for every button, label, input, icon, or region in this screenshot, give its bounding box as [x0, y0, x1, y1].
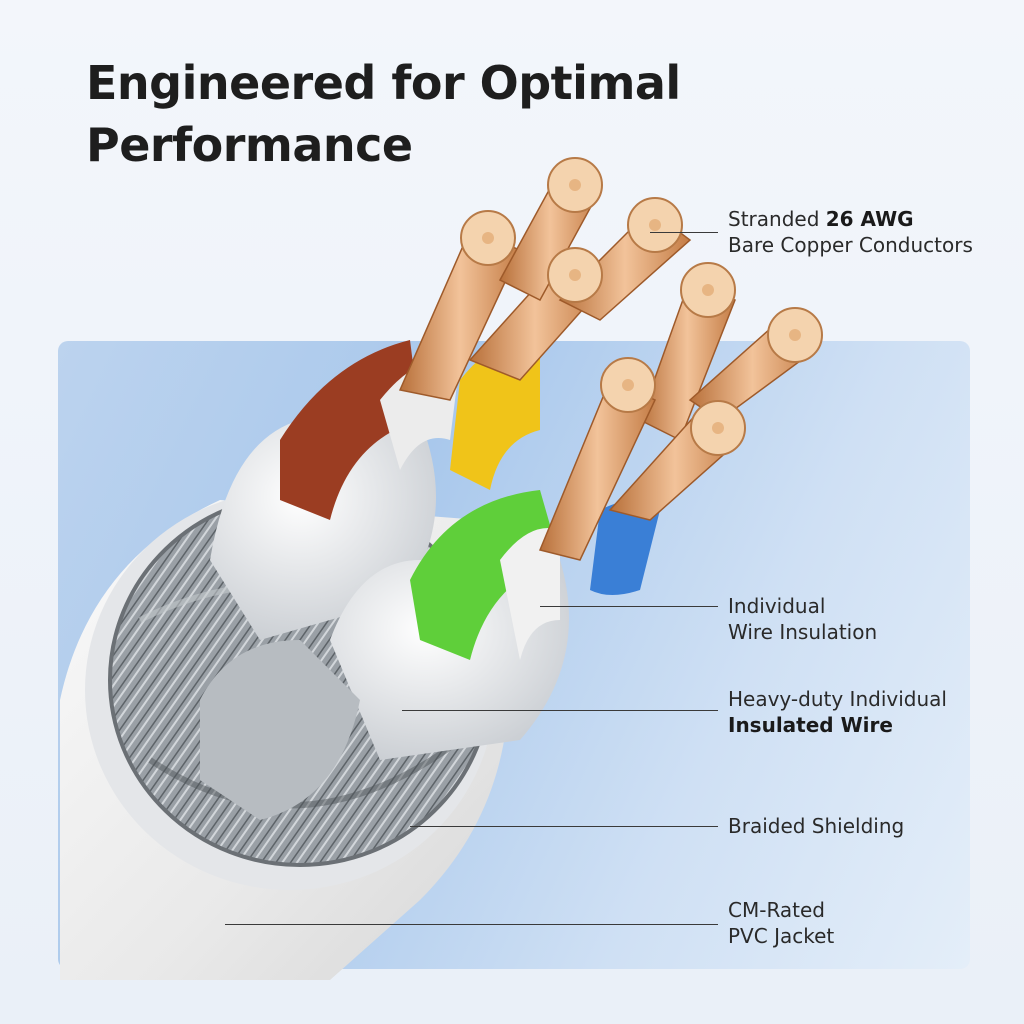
insulation-line1: Individual — [728, 594, 826, 618]
jacket-line2: PVC Jacket — [728, 924, 835, 948]
leader-jacket — [225, 924, 718, 925]
callout-shielding: Braided Shielding — [728, 813, 904, 839]
page-title: Engineered for Optimal Performance — [86, 52, 681, 176]
callout-conductors: Stranded 26 AWG Bare Copper Conductors — [728, 206, 973, 258]
title-line-2: Performance — [86, 118, 413, 172]
leader-shielding — [410, 826, 718, 827]
wire-insulation-green — [410, 490, 560, 660]
callout-insulation: Individual Wire Insulation — [728, 593, 877, 645]
callout-insulated-wire: Heavy-duty Individual Insulated Wire — [728, 686, 947, 738]
leader-conductors — [650, 232, 718, 233]
strand-dots — [482, 179, 801, 434]
jacket-line1: CM-Rated — [728, 898, 825, 922]
conductors-line1-prefix: Stranded — [728, 207, 826, 231]
conductors-line2: Bare Copper Conductors — [728, 233, 973, 257]
insulated-wire-line2: Insulated Wire — [728, 713, 893, 737]
title-line-1: Engineered for Optimal — [86, 56, 681, 110]
conductors-gauge: 26 AWG — [825, 207, 914, 231]
insulation-line2: Wire Insulation — [728, 620, 878, 644]
shielding-line1: Braided Shielding — [728, 814, 905, 838]
leader-insulation — [540, 606, 718, 607]
leader-insulated-wire — [402, 710, 718, 711]
callout-jacket: CM-Rated PVC Jacket — [728, 897, 834, 949]
insulated-wire-line1: Heavy-duty Individual — [728, 687, 947, 711]
wire-insulation-blue — [590, 500, 660, 595]
